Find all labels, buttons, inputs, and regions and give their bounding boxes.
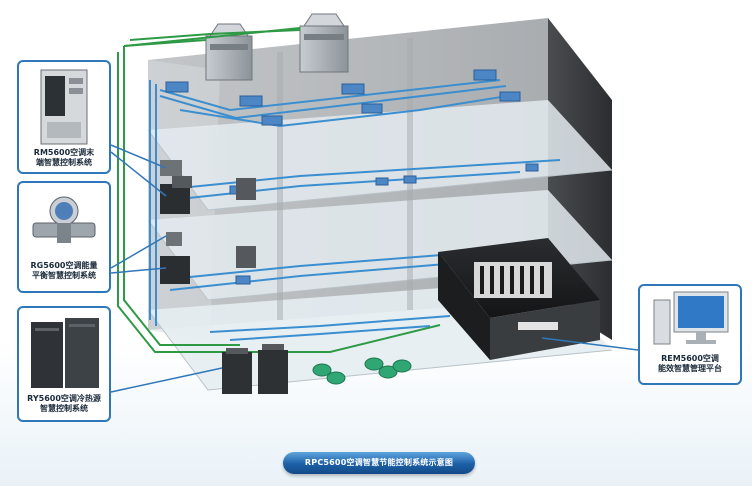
computer-workstation-icon <box>652 290 732 352</box>
cooling-tower-2-icon <box>300 14 348 72</box>
chiller-cabinet-icon <box>29 316 101 390</box>
caption-banner: RPC5600空调智慧节能控制系统示意图 <box>283 452 475 474</box>
control-cabinet-icon <box>35 68 93 146</box>
flow-meter-icon <box>31 193 97 251</box>
rem5600-label: REM5600空调 能效智慧管理平台 <box>640 354 740 374</box>
ry5600-label: RY5600空调冷热源 智慧控制系统 <box>19 394 109 414</box>
rg5600-label: RG5600空调能量 平衡智慧控制系统 <box>19 261 109 281</box>
rm5600-callout: RM5600空调末 端智慧控制系统 <box>17 60 111 174</box>
rem5600-callout: REM5600空调 能效智慧管理平台 <box>638 284 742 385</box>
rm5600-label: RM5600空调末 端智慧控制系统 <box>19 148 109 168</box>
rg5600-callout: RG5600空调能量 平衡智慧控制系统 <box>17 181 111 293</box>
ry5600-callout: RY5600空调冷热源 智慧控制系统 <box>17 306 111 422</box>
caption-text: RPC5600空调智慧节能控制系统示意图 <box>283 457 475 468</box>
